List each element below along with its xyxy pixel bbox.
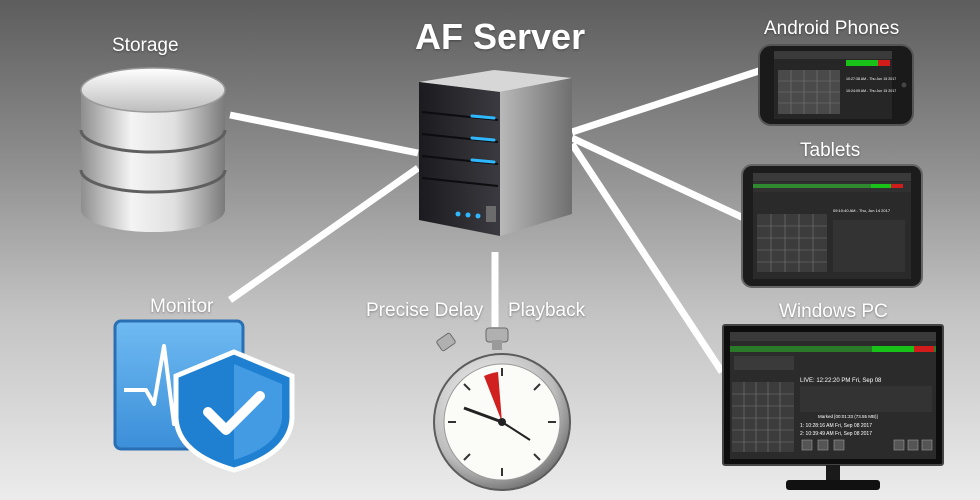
pc-entry-1: 1: 10:28:16 AM Fri, Sep 08 2017 <box>800 423 872 429</box>
tablet-icon: 09:10:40 AM - Thu, Jun 14 2017 <box>741 164 923 288</box>
pc-entry-2: 2: 10:39:49 AM Fri, Sep 08 2017 <box>800 431 872 437</box>
playback-label: Playback <box>508 300 586 321</box>
phone-row-2: 10:24:09 AM - Thu Jun 15 2017 <box>846 89 896 93</box>
database-icon <box>79 67 227 232</box>
tablet-clip-time: 09:10:40 AM - Thu, Jun 14 2017 <box>833 208 891 213</box>
link-tablet <box>570 134 750 224</box>
link-storage <box>229 111 419 157</box>
server-title: AF Server <box>415 16 586 57</box>
link-monitor <box>227 165 421 303</box>
monitor-label: Monitor <box>150 296 214 317</box>
link-pc <box>569 142 725 374</box>
link-phone <box>570 66 764 136</box>
pc-marked: Marked [00:01:33 (73.55 MB)] <box>818 414 878 419</box>
pc-live-time: LIVE: 12:22:20 PM Fri, Sep 08 <box>800 378 882 384</box>
stopwatch-icon <box>433 327 571 491</box>
server-tower-icon <box>419 70 572 236</box>
android-phone-icon: 10:27:38 AM - Thu Jun 15 2017 10:24:09 A… <box>758 44 914 126</box>
android-phones-label: Android Phones <box>764 18 900 39</box>
windows-pc-label: Windows PC <box>779 301 888 322</box>
tablets-label: Tablets <box>800 140 861 161</box>
windows-pc-icon: LIVE: 12:22:20 PM Fri, Sep 08 Marked [00… <box>722 324 944 490</box>
phone-row-1: 10:27:38 AM - Thu Jun 15 2017 <box>846 77 896 81</box>
storage-label: Storage <box>112 35 179 56</box>
precise-delay-label: Precise Delay <box>366 300 484 321</box>
monitor-shield-icon <box>113 319 295 473</box>
